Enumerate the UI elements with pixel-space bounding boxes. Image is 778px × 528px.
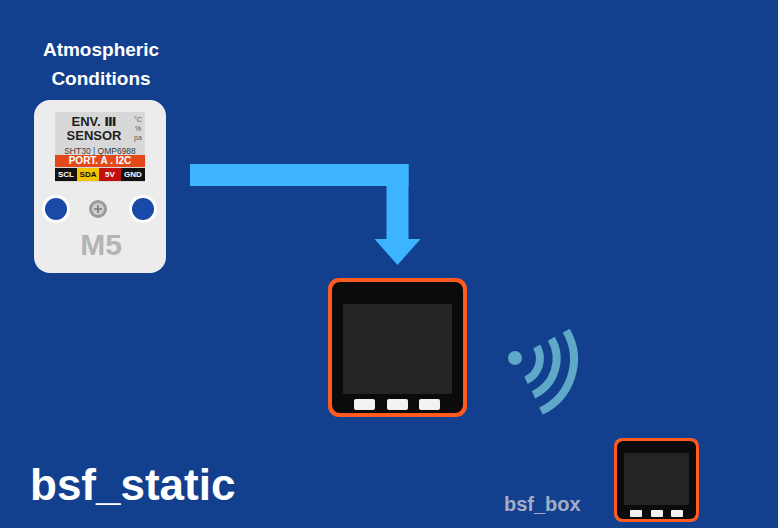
device-button (387, 399, 408, 410)
unit-list: °C % pa (131, 115, 145, 142)
device-face (332, 282, 463, 413)
wifi-symbol (526, 331, 574, 411)
device-button (354, 399, 375, 410)
controller-device: bsf_static (327, 277, 468, 418)
mount-hole (45, 198, 67, 220)
sensor-model: ENV. Ⅲ SENSOR (57, 115, 131, 143)
pin-5v (99, 168, 121, 181)
wifi-dot (508, 351, 522, 365)
device-button (651, 510, 663, 517)
port-name: PORT. A . I2C (55, 155, 145, 167)
port-bar (55, 155, 145, 167)
arrow-bend (387, 164, 409, 186)
device-button (630, 510, 642, 517)
device-button (419, 399, 440, 410)
pin-scl (55, 168, 77, 181)
pin-name: SCL (55, 168, 77, 181)
screw (89, 200, 107, 218)
device-shell (328, 278, 467, 417)
mount-ring (42, 195, 70, 223)
node-heading: Atmospheric Conditions (30, 35, 172, 93)
sensor-housing (34, 100, 166, 273)
arrow-shaft (190, 164, 409, 241)
sensor-label-area (55, 112, 145, 182)
screw-slot (94, 205, 102, 213)
device-screen (624, 453, 689, 505)
device-screen (343, 304, 452, 394)
device-name: bsf_static (30, 459, 290, 511)
device-face (617, 441, 696, 519)
pin-name: SDA (77, 168, 99, 181)
device-button (671, 510, 683, 517)
arrow-head (375, 239, 421, 265)
mount-hole (132, 198, 154, 220)
pin-sda (77, 168, 99, 181)
brand-logo: M5 (61, 228, 141, 262)
sensor-module: Atmospheric ConditionsENV. Ⅲ SENSOR°C % … (30, 32, 172, 277)
screw (92, 203, 104, 215)
mount-ring (129, 195, 157, 223)
device-shell (614, 438, 699, 522)
pin-name: GND (121, 168, 145, 181)
chip-names: SHT30 | QMP6988 (55, 146, 145, 156)
pin-gnd (121, 168, 145, 181)
device-name: bsf_box (504, 491, 604, 517)
receiver-device: bsf_box (614, 438, 699, 522)
pin-name: 5V (99, 168, 121, 181)
flow-arrow (190, 164, 421, 265)
